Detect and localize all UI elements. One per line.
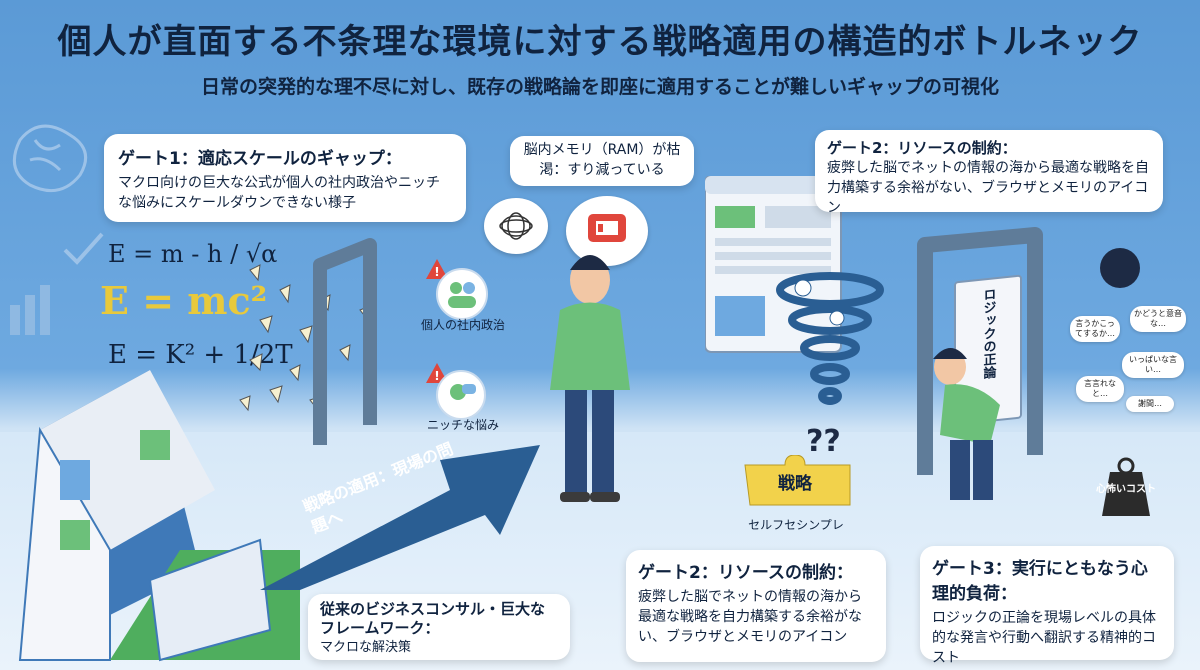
speech-bubble-1: 言うかこってするか… <box>1070 316 1120 342</box>
politics-icon <box>436 268 488 320</box>
gate2-bottom-card: ゲート2：リソースの制約： 疲弊した脳でネットの情報の海から最適な戦略を自力構築… <box>626 550 886 662</box>
weight-icon <box>1102 457 1150 516</box>
gate2-bottom-body: 疲弊した脳でネットの情報の海から最適な戦略を自力構築する余裕がない、ブラウザとメ… <box>638 589 862 645</box>
formula-2: E = mc² <box>100 278 268 323</box>
niche-label: ニッチな悩み <box>426 418 499 432</box>
gate2-bottom-title: ゲート2：リソースの制約： <box>638 563 853 583</box>
stressed-person <box>550 255 630 502</box>
speech-bubble-5: 謝間… <box>1126 396 1174 412</box>
gate1-body: マクロ向けの巨大な公式が個人の社内政治やニッチな悩みにスケールダウンできない様子 <box>118 175 440 211</box>
puzzle-label: 戦略 <box>778 474 812 494</box>
gate1-title: ゲート1：適応スケールのギャップ： <box>118 149 402 169</box>
burdened-person <box>933 348 1000 500</box>
book-icon <box>18 370 300 662</box>
speech-bubble-3: いっぱいな言い… <box>1122 352 1184 378</box>
speech-bubble-4: 言言れなと… <box>1076 376 1124 402</box>
decor-left-icons <box>10 124 104 335</box>
warning-icon: ! <box>425 258 449 280</box>
gate1-frame <box>313 238 377 445</box>
page-title: 個人が直面する不条理な環境に対する戦略適用の構造的ボトルネック <box>57 22 1143 62</box>
consult-title: 従来のビジネスコンサル・巨大なフレームワーク： <box>320 600 546 637</box>
gate2-top-body: 疲弊した脳でネットの情報の海から最適な戦略を自力構築する余裕がない、ブラウザとメ… <box>827 160 1149 216</box>
consult-body: マクロな解決策 <box>320 640 412 655</box>
check-icon <box>63 232 104 265</box>
gate2-top-card: ゲート2：リソースの制約： 疲弊した脳でネットの情報の海から最適な戦略を自力構築… <box>815 130 1163 216</box>
svg-text:!: ! <box>434 265 439 279</box>
gate3-title: ゲート3：実行にともなう心理的負荷： <box>932 559 1148 604</box>
tangle-thought-bubble <box>484 198 548 254</box>
gate1-card: ゲート1：適応スケールのギャップ： マクロ向けの巨大な公式が個人の社内政治やニッ… <box>104 134 466 222</box>
puzzle-caption: セルフセシンプレ <box>748 518 844 532</box>
ram-bubble: 脳内メモリ（RAM）が枯渇：すり減っている <box>510 136 694 186</box>
formula-1: E = m - h / √α <box>108 240 278 268</box>
niche-icon <box>436 370 486 420</box>
gate3-body: ロジックの正論を現場レベルの具体的な発言や行動へ翻訳する精神的コスト <box>932 610 1156 666</box>
brain-icon <box>12 124 88 193</box>
consult-card: 従来のビジネスコンサル・巨大なフレームワーク： マクロな解決策 <box>308 594 570 660</box>
politics-label: 個人の社内政治 <box>420 318 505 332</box>
bar-chart-icon <box>10 285 50 335</box>
information-tornado-icon <box>776 272 884 405</box>
weight-label: 心怖いコスト <box>1096 484 1156 495</box>
speech-bubble-2: かどうと意音な… <box>1130 306 1186 332</box>
page-subtitle: 日常の突発的な理不尽に対し、既存の戦略論を即座に適用することが難しいギャップの可… <box>200 76 999 98</box>
strategy-puzzle-icon <box>744 455 851 506</box>
memory-chip-bubble <box>566 196 648 266</box>
application-arrow <box>260 445 540 590</box>
svg-text:!: ! <box>434 369 439 383</box>
head-silhouette-icon <box>1100 248 1140 288</box>
gate3-card: ゲート3：実行にともなう心理的負荷： ロジックの正論を現場レベルの具体的な発言や… <box>920 546 1174 666</box>
gate3-frame <box>917 227 1043 475</box>
question-marks: ?? <box>806 424 841 459</box>
gate2-top-title: ゲート2：リソースの制約： <box>827 139 1017 157</box>
